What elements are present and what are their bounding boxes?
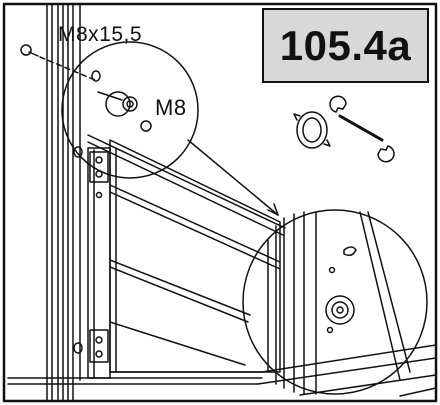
step-number-box: 105.4a (262, 8, 429, 83)
nut-label: M8 (155, 95, 187, 120)
detail-leader (187, 139, 279, 216)
bottom-rail (7, 371, 263, 385)
step-number: 105.4a (279, 21, 412, 69)
hinge-plate (73, 146, 111, 379)
door-panel (109, 139, 281, 373)
detail-circle-lower (242, 209, 428, 395)
door-top-edge (87, 134, 286, 229)
floor-planks (257, 344, 437, 397)
bolt-label: M8x15,5 (58, 23, 143, 46)
rotate-icon (293, 111, 331, 149)
bolt-m8x15 (20, 44, 101, 82)
frame-post (46, 4, 81, 401)
detail-circle-upper (61, 41, 199, 179)
wrench-icon (329, 95, 395, 163)
